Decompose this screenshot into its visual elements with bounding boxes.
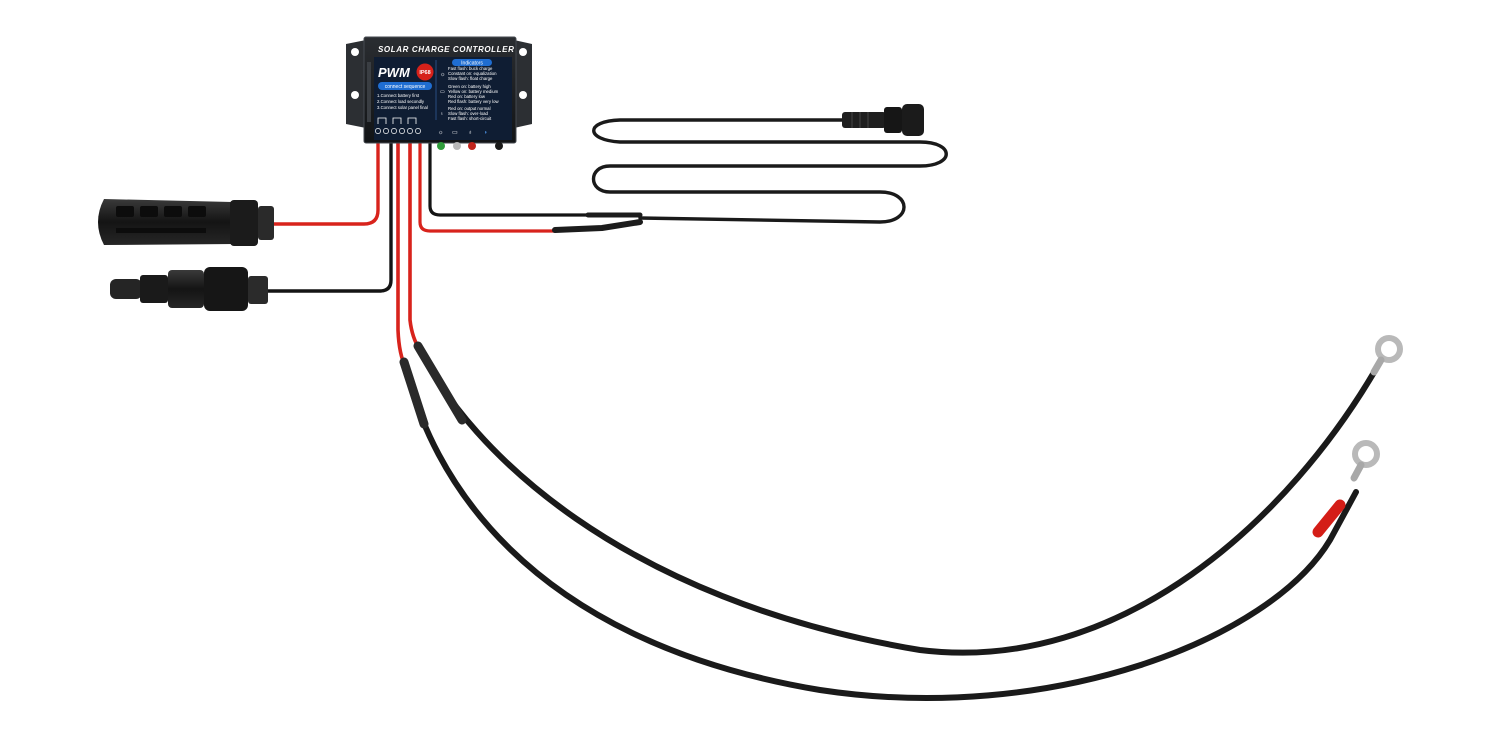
indicator-text: Green on: battery high	[448, 84, 491, 89]
indicator-text: Yellow on: battery medium	[448, 89, 499, 94]
indicator-text: Red on: output normal	[448, 106, 491, 111]
terminal-icons	[377, 117, 417, 124]
lamp-icon: ♁	[468, 130, 473, 136]
connect-step: 1.Connect battery first	[377, 93, 420, 98]
terminal-minus-icon	[383, 128, 389, 134]
indicator-text: Fast flash: short-circuit	[448, 116, 492, 121]
ring-terminal-neck	[1350, 461, 1365, 482]
led-white	[453, 142, 461, 150]
connect-sequence-pill	[378, 82, 432, 90]
connect-step: 3.Connect solar panel final	[377, 105, 428, 110]
ring-terminal-neck	[1370, 356, 1385, 376]
indicators-pill	[452, 59, 492, 66]
terminal-plus-icon	[375, 128, 381, 134]
red-heat-shrink	[1312, 499, 1346, 538]
indicator-text: Red flash: battery very low	[448, 99, 500, 104]
indicator-text: Red on: battery low	[448, 94, 486, 99]
indicator-text: Slow flash: float charge	[448, 76, 493, 81]
sun-icon: ☼	[440, 72, 446, 78]
indicator-icon-row: ☼ ▭ ♁ ◗	[438, 130, 488, 136]
lamp-status-icon: ♁	[440, 111, 444, 117]
battery-cable-outer-black	[403, 365, 1359, 702]
sensor-icon: ◗	[484, 130, 488, 136]
terminal-plus-icon	[391, 128, 397, 134]
ring-terminal	[1352, 440, 1380, 468]
mounting-flange-left	[346, 40, 366, 128]
led-dark	[495, 142, 503, 150]
heat-shrink-sleeve	[413, 341, 467, 425]
solar-panel-icon	[377, 117, 387, 124]
connect-step: 2.Connect load secondly	[377, 99, 425, 104]
battery-cable-inner-black	[417, 347, 1383, 656]
sun-icon: ☼	[438, 130, 444, 136]
terminal-markers	[375, 128, 421, 134]
cable-assembly	[266, 118, 1403, 702]
pv-positive-red-wire	[270, 140, 380, 226]
indicator-text: Constant on: equalization	[448, 71, 497, 76]
led-red	[468, 142, 476, 150]
charge-controller: SOLAR CHARGE CONTROLLER PWM IP68 connect…	[346, 36, 532, 150]
battery-cable-outer-red	[396, 140, 408, 370]
led-green	[437, 142, 445, 150]
splice-sleeve	[552, 219, 643, 233]
waterproof-output-plug	[842, 104, 924, 136]
load-black-wire	[428, 140, 590, 217]
battery-icon	[392, 117, 402, 124]
indicators-heading: Indicators	[461, 61, 483, 67]
pv-negative-black-wire	[266, 140, 393, 293]
mounting-flange-right	[514, 40, 532, 128]
lamp-icon	[407, 117, 417, 124]
mc4-female-connector	[98, 199, 274, 246]
battery-status-icon: ▭	[440, 89, 445, 95]
indicator-text: Fast flash: buck charge	[448, 66, 493, 71]
battery-icon: ▭	[452, 130, 458, 136]
heat-shrink-sleeve	[399, 357, 429, 429]
load-red-wire	[418, 140, 557, 233]
terminal-minus-icon	[399, 128, 405, 134]
indicator-text: Slow flash: over-load	[448, 111, 488, 116]
ring-terminal	[1375, 335, 1403, 363]
ip-rating-badge	[416, 63, 434, 81]
mc4-male-connector	[110, 267, 268, 311]
connect-sequence-heading: connect sequence	[385, 84, 426, 90]
controller-title: SOLAR CHARGE CONTROLLER	[378, 45, 514, 54]
ip-rating-text: IP68	[419, 70, 430, 76]
terminal-plus-icon	[407, 128, 413, 134]
coiled-output-cable	[592, 118, 948, 224]
terminal-minus-icon	[415, 128, 421, 134]
pwm-label: PWM	[378, 65, 411, 80]
